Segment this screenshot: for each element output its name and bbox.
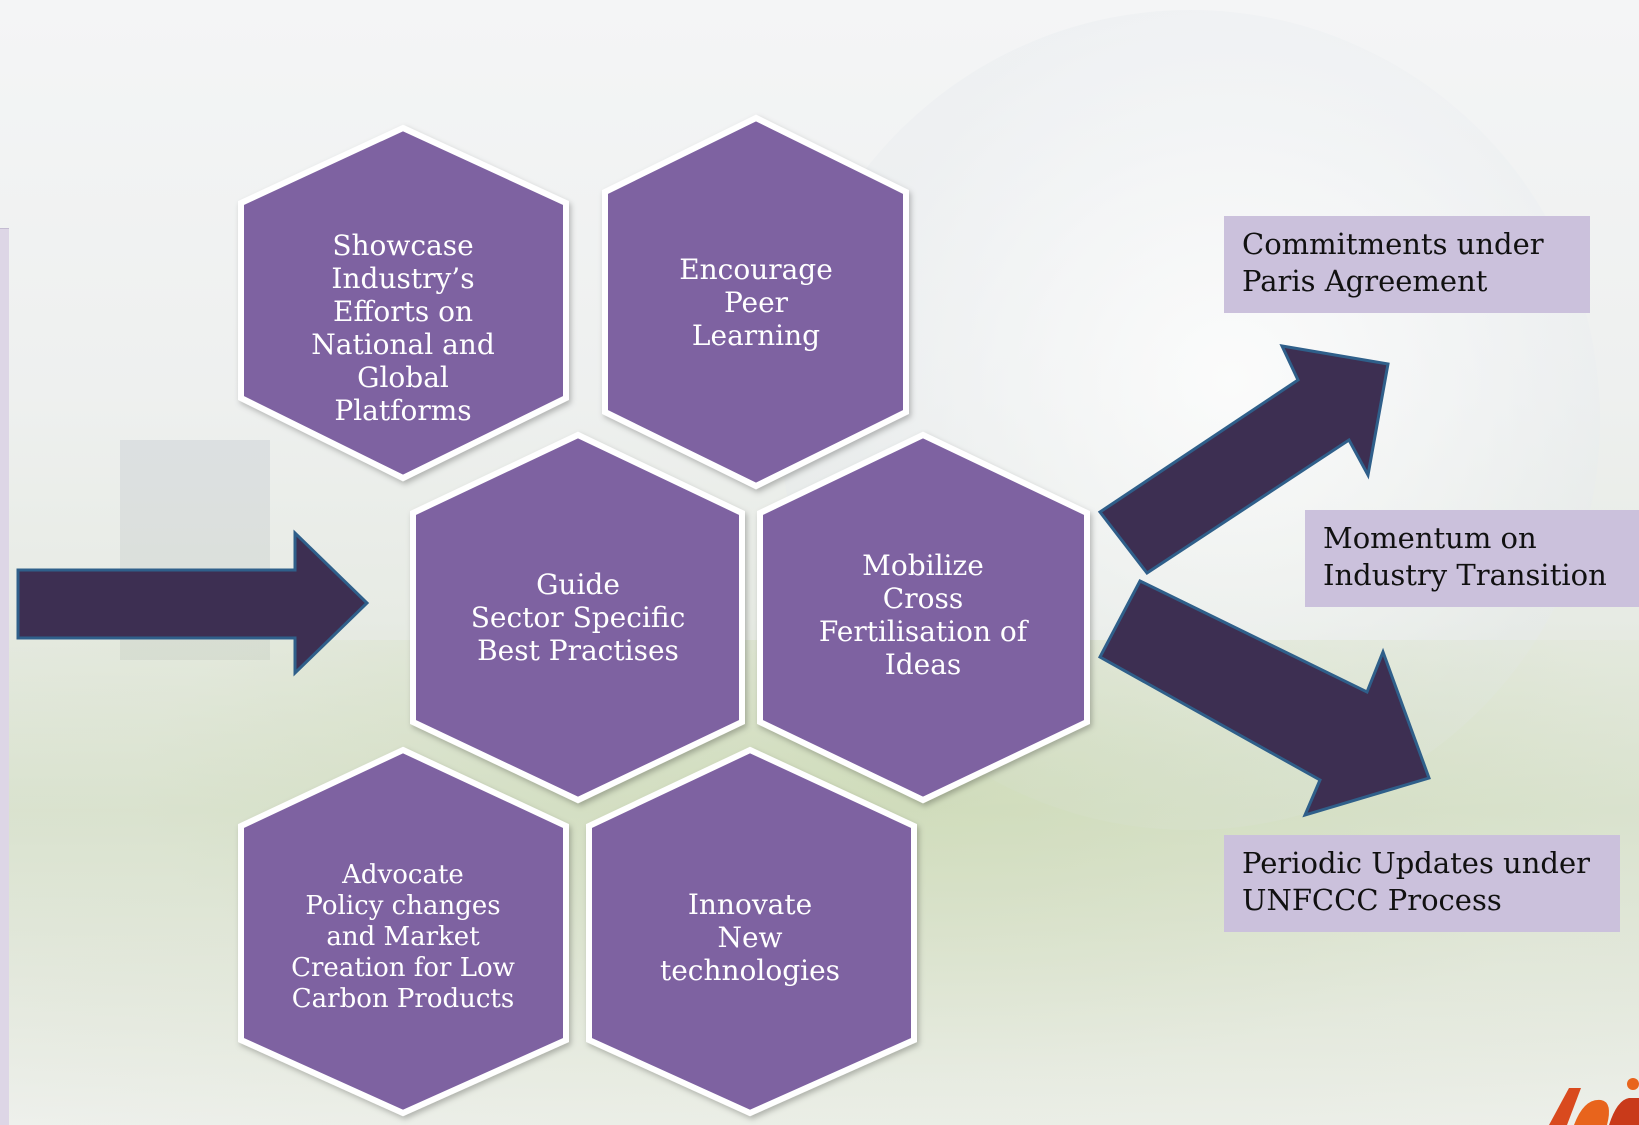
teri-logo [1549,1078,1639,1125]
hexagon-advocate-label: Advocate Policy changes and Market Creat… [291,860,515,1014]
output-arrow-down [1097,579,1431,818]
hexagon-guide [410,431,745,804]
input-arrow [16,529,370,677]
hexagon-mobilize-label: Mobilize Cross Fertilisation of Ideas [818,549,1028,681]
hexagon-advocate [238,746,569,1117]
left-edge-line [0,228,9,229]
outcome-periodic: Periodic Updates under UNFCCC Process [1224,835,1620,932]
hexagon-showcase-label: Showcase Industry’s Efforts on National … [311,229,495,427]
hexagon-guide-label: Guide Sector Specific Best Practises [470,568,686,667]
hexagon-showcase [238,124,569,482]
hexagon-innovate [586,746,917,1117]
hexagon-encourage-label: Encourage Peer Learning [679,253,833,352]
outcome-momentum: Momentum on Industry Transition [1305,510,1639,607]
output-arrow-up [1097,344,1390,576]
hexagon-encourage [602,114,909,490]
hexagon-mobilize [757,431,1090,804]
outcome-commitments: Commitments under Paris Agreement [1224,216,1590,313]
hexagon-innovate-label: Innovate New technologies [659,888,841,987]
left-edge-bar [0,228,9,1125]
